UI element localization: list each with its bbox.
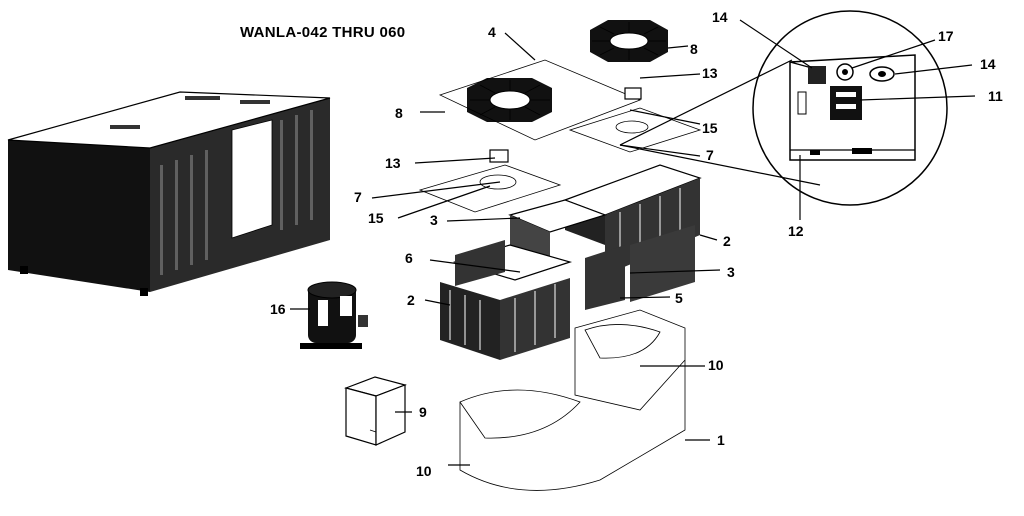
callout-15-front: 15 bbox=[368, 210, 384, 226]
assembled-unit bbox=[7, 91, 331, 296]
callout-15-rear: 15 bbox=[702, 120, 718, 136]
callout-16: 16 bbox=[270, 301, 286, 317]
fan-guard-front bbox=[467, 78, 552, 122]
callout-7-front: 7 bbox=[354, 189, 362, 205]
fan-guard-rear bbox=[590, 20, 668, 62]
control-box bbox=[344, 376, 407, 446]
callout-12: 12 bbox=[788, 223, 804, 239]
callout-14-left: 14 bbox=[712, 9, 728, 25]
callout-9: 9 bbox=[419, 404, 427, 420]
callout-13-rear: 13 bbox=[702, 65, 718, 81]
unit-base bbox=[459, 360, 686, 491]
callout-8-front: 8 bbox=[395, 105, 403, 121]
callout-14-right: 14 bbox=[980, 56, 996, 72]
callout-6: 6 bbox=[405, 250, 413, 266]
callout-10-rear: 10 bbox=[708, 357, 724, 373]
callout-5: 5 bbox=[675, 290, 683, 306]
callout-7-rear: 7 bbox=[706, 147, 714, 163]
fan-blade-front bbox=[479, 174, 517, 190]
compressor bbox=[300, 281, 368, 349]
cabinet-assembly bbox=[440, 164, 702, 360]
leader-lines bbox=[290, 19, 976, 466]
callout-1: 1 bbox=[717, 432, 725, 448]
callout-labels: 4 8 8 13 15 7 13 7 15 3 2 6 3 5 2 16 10 … bbox=[270, 9, 1003, 479]
callout-3-right: 3 bbox=[727, 264, 735, 280]
callout-10-front: 10 bbox=[416, 463, 432, 479]
top-panel bbox=[438, 59, 642, 141]
callout-11: 11 bbox=[988, 88, 1003, 104]
orifice-panel-front bbox=[418, 164, 562, 213]
callout-17: 17 bbox=[938, 28, 954, 44]
callout-4: 4 bbox=[488, 24, 496, 40]
fan-motor-front bbox=[489, 149, 509, 163]
control-panel-detail bbox=[752, 10, 948, 206]
base-pan-rear-inner bbox=[584, 324, 661, 359]
fan-motor-rear bbox=[624, 87, 642, 100]
orifice-panel-rear bbox=[568, 107, 702, 153]
callout-2-right: 2 bbox=[723, 233, 731, 249]
base-pan-front bbox=[459, 389, 581, 439]
callout-13-front: 13 bbox=[385, 155, 401, 171]
diagram-title: WANLA-042 THRU 060 bbox=[240, 24, 405, 41]
callout-8-rear: 8 bbox=[690, 41, 698, 57]
callout-2-left: 2 bbox=[407, 292, 415, 308]
fan-blade-rear bbox=[615, 120, 649, 134]
callout-3-left: 3 bbox=[430, 212, 438, 228]
